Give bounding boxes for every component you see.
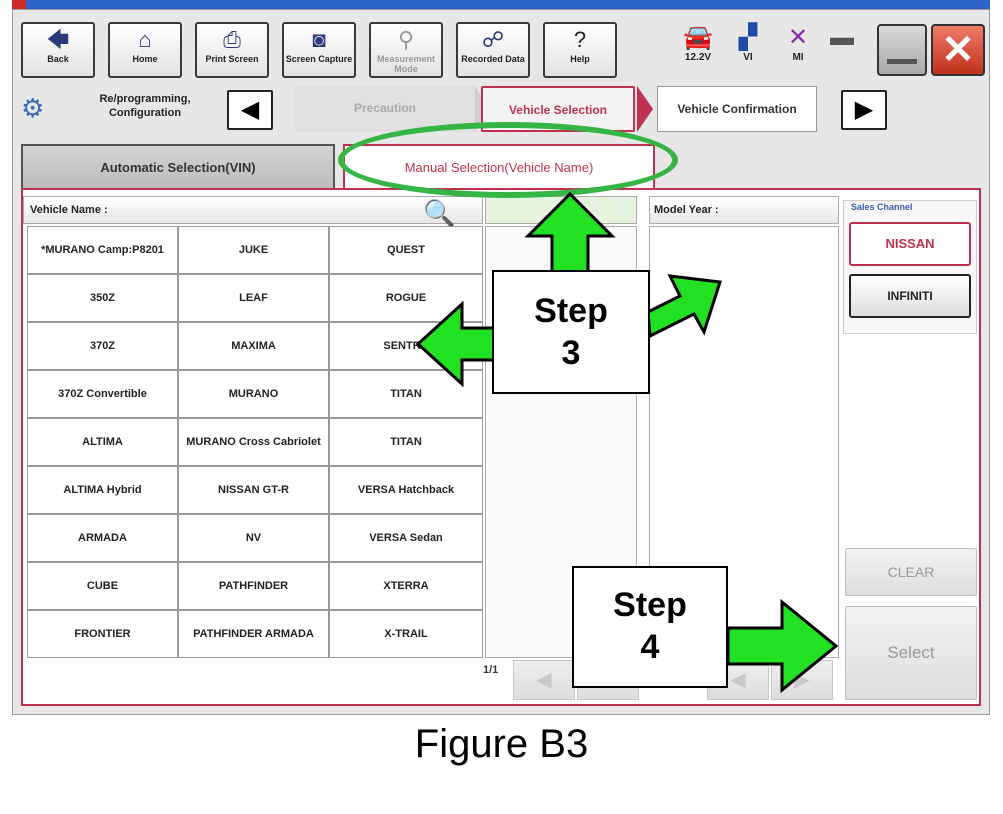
triangle-right-icon: ▶ <box>854 96 874 123</box>
breadcrumb: ⚙ Re/programming, Configuration ◀ Precau… <box>13 82 989 134</box>
vehicle-name-cell[interactable]: ALTIMA Hybrid <box>27 466 178 514</box>
step-3-word: Step <box>534 292 608 330</box>
close-button[interactable]: ✕ <box>931 24 985 76</box>
vehicle-name-cell[interactable]: ARMADA <box>27 514 178 562</box>
vehicle-name-cell[interactable]: JUKE <box>178 226 329 274</box>
vehicle-name-cell[interactable]: TITAN <box>329 418 483 466</box>
device-icon: ▬ <box>830 24 854 51</box>
tab-automatic-selection[interactable]: Automatic Selection(VIN) <box>21 144 335 188</box>
step-4-number: 4 <box>640 628 660 666</box>
home-icon: ⌂ <box>138 27 152 52</box>
figure-caption: Figure B3 <box>414 722 589 766</box>
home-button[interactable]: ⌂ Home <box>108 22 182 78</box>
clear-button[interactable]: CLEAR <box>845 548 977 596</box>
mi-disconnected-icon: ✕ <box>787 24 809 51</box>
reprogramming-icon: ⚙ <box>21 93 45 123</box>
triangle-left-icon: ◀ <box>240 96 260 123</box>
vehicle-name-cell[interactable]: X-TRAIL <box>329 610 483 658</box>
device-indicator: ▬ <box>819 22 865 70</box>
camera-icon: ◙ <box>312 27 326 52</box>
vehicle-name-cell[interactable]: MURANO Cross Cabriolet <box>178 418 329 466</box>
breadcrumb-title: Re/programming, Configuration <box>99 93 191 119</box>
vehicle-name-cell[interactable]: MURANO <box>178 370 329 418</box>
vehicle-name-cell[interactable]: NISSAN GT-R <box>178 466 329 514</box>
step-vehicle-confirmation[interactable]: Vehicle Confirmation <box>657 86 817 132</box>
vehicle-name-cell[interactable]: ALTIMA <box>27 418 178 466</box>
step-4-callout: Step 4 <box>572 566 728 688</box>
car-icon: 🚘 <box>683 24 713 51</box>
highlight-ring <box>338 122 678 198</box>
triangle-left-icon: ◀ <box>730 669 746 691</box>
back-button[interactable]: 🡄 Back <box>21 22 95 78</box>
triangle-left-icon: ◀ <box>536 669 552 691</box>
recorded-data-icon: ☍ <box>481 27 505 52</box>
vehicle-name-cell[interactable]: PATHFINDER <box>178 562 329 610</box>
vehicle-name-cell[interactable]: 370Z <box>27 322 178 370</box>
vehicle-name-cell[interactable]: LEAF <box>178 274 329 322</box>
search-icon[interactable]: 🔍 <box>423 198 456 228</box>
vehicle-name-header: Vehicle Name : <box>23 196 483 224</box>
previous-step-button[interactable]: ◀ <box>227 90 273 130</box>
recorded-data-button[interactable]: ☍ Recorded Data <box>456 22 530 78</box>
sales-channel-label: Sales Channel <box>851 202 913 212</box>
next-step-button[interactable]: ▶ <box>841 90 887 130</box>
vehicle-name-cell[interactable]: CUBE <box>27 562 178 610</box>
vehicle-name-cell[interactable]: QUEST <box>329 226 483 274</box>
vehicle-name-cell[interactable]: XTERRA <box>329 562 483 610</box>
vehicle-name-cell[interactable]: VERSA Sedan <box>329 514 483 562</box>
page-prev-button[interactable]: ◀ <box>513 660 575 700</box>
vehicle-name-cell[interactable]: NV <box>178 514 329 562</box>
help-button[interactable]: ? Help <box>543 22 617 78</box>
printer-icon: ⎙ <box>223 27 241 52</box>
vehicle-name-cell[interactable]: 370Z Convertible <box>27 370 178 418</box>
vehicle-name-cell[interactable]: FRONTIER <box>27 610 178 658</box>
print-screen-button[interactable]: ⎙ Print Screen <box>195 22 269 78</box>
step-4-word: Step <box>613 586 687 624</box>
minimize-button[interactable] <box>877 24 927 76</box>
infiniti-channel-button[interactable]: INFINITI <box>849 274 971 318</box>
vehicle-name-cell[interactable]: VERSA Hatchback <box>329 466 483 514</box>
step-3-number: 3 <box>561 334 581 372</box>
back-arrow-icon: 🡄 <box>46 27 70 52</box>
mi-indicator: ✕ MI <box>775 22 821 70</box>
meter-icon: ⚲ <box>397 27 415 52</box>
measurement-mode-button[interactable]: ⚲ Measurement Mode <box>369 22 443 78</box>
select-button[interactable]: Select <box>845 606 977 700</box>
arrow-up-right <box>646 274 722 339</box>
vi-connector-icon: ▞ <box>738 24 758 51</box>
close-icon: ✕ <box>941 28 975 72</box>
arrow-up <box>524 191 616 274</box>
window-title-bar <box>12 0 990 9</box>
screen-capture-button[interactable]: ◙ Screen Capture <box>282 22 356 78</box>
arrow-left <box>415 300 496 388</box>
vehicle-name-cell[interactable]: 350Z <box>27 274 178 322</box>
vehicle-name-cell[interactable]: PATHFINDER ARMADA <box>178 610 329 658</box>
chevron-right-icon <box>637 86 653 132</box>
vehicle-name-cell[interactable]: *MURANO Camp:P8201 <box>27 226 178 274</box>
vehicle-name-grid: *MURANO Camp:P8201 JUKE QUEST 350Z LEAF … <box>27 226 483 658</box>
minimize-icon <box>887 59 917 64</box>
arrow-right <box>726 598 839 694</box>
app-logo-icon <box>12 0 26 9</box>
step-3-callout: Step 3 <box>492 270 650 394</box>
vehicle-name-cell[interactable]: MAXIMA <box>178 322 329 370</box>
page-indicator: 1/1 <box>483 664 499 676</box>
battery-voltage-indicator: 🚘 12.2V <box>675 22 721 70</box>
nissan-channel-button[interactable]: NISSAN <box>849 222 971 266</box>
vi-indicator: ▞ VI <box>725 22 771 70</box>
model-year-header: Model Year : <box>649 196 839 224</box>
help-icon: ? <box>573 27 587 52</box>
